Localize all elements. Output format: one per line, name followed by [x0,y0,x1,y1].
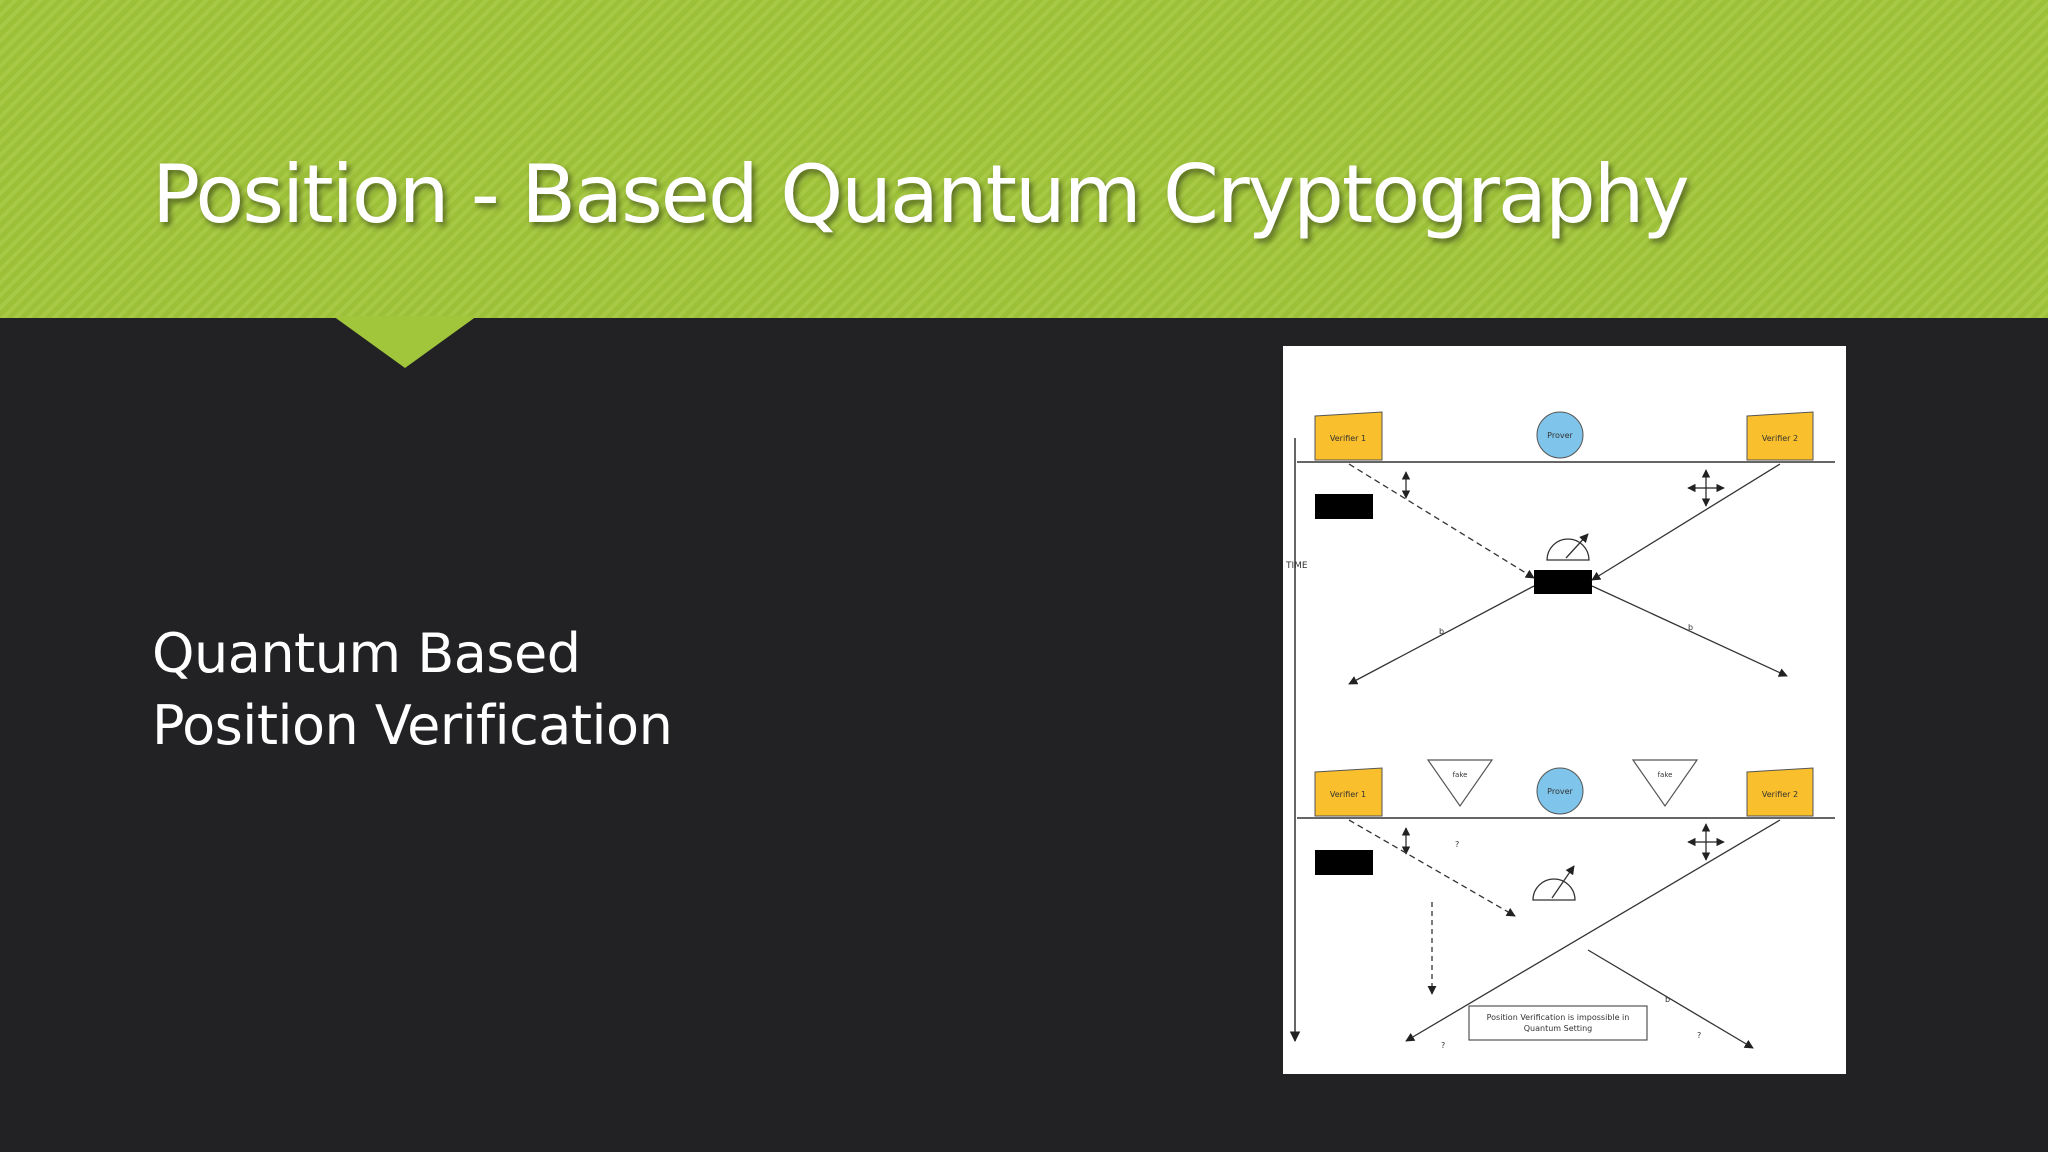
body-line-1: Quantum Based [152,622,581,685]
measurement-meter-icon-bottom [1532,865,1576,901]
slide-title: Position - Based Quantum Cryptography [152,148,1690,241]
bottom-scenario: Verifier 1 fake Prover fake Verifier 2 ? [1297,759,1835,1050]
header-notch [333,316,477,368]
classical-bit-block-bottom [1315,850,1373,875]
long-beam-from-verifier-2 [1405,819,1781,1042]
fake-prover-1-triangle [1426,759,1494,808]
verifier-1-label: Verifier 1 [1330,434,1366,443]
verifier-1-box [1314,411,1383,461]
verifier-2-box [1746,411,1814,461]
classical-bit-block-center [1534,570,1592,594]
impossibility-note-box [1468,1005,1648,1041]
verifier-2-box-bottom [1746,767,1814,817]
time-label: TIME [1285,561,1308,571]
top-scenario: Verifier 1 Prover Verifier 2 b b [1297,411,1835,685]
fake-prover-1-label: fake [1453,771,1468,779]
impossibility-note-line-1: Position Verification is impossible in [1487,1013,1630,1022]
prover-node-bottom [1536,767,1584,815]
classical-beam-from-verifier-2 [1591,463,1781,581]
question-mark-top: ? [1455,840,1459,849]
beam-label-left: b [1439,627,1444,636]
quantum-state-dashed-beam [1348,463,1535,579]
quantum-state-dashed-beam-bottom [1348,819,1516,917]
fake-prover-2-label: fake [1658,771,1673,779]
beam-label-bottom: b [1665,995,1670,1004]
answer-beam-to-left [1348,585,1535,685]
slide-body: Quantum Based Position Verification [152,618,872,762]
beam-label-right: b [1688,623,1693,632]
diagram-figure: TIME Verifier 1 Prover Verifier 2 b b [1283,346,1846,1074]
classical-bit-block-left [1315,494,1373,519]
measurement-meter-icon [1546,533,1590,561]
verifier-2-label: Verifier 2 [1762,434,1798,443]
verifier-1-label-bottom: Verifier 1 [1330,790,1366,799]
verifier-1-box-bottom [1314,767,1383,817]
beam-to-verifier-2-bottom [1587,949,1754,1049]
verifier-2-label-bottom: Verifier 2 [1762,790,1798,799]
prover-label: Prover [1547,431,1573,440]
fake-prover-2-triangle [1631,759,1699,808]
answer-beam-to-right [1591,585,1788,677]
question-mark-left: ? [1441,1041,1445,1050]
question-mark-right: ? [1697,1031,1701,1040]
header-banner [0,0,2048,318]
body-line-2: Position Verification [152,694,673,757]
prover-node [1536,411,1584,459]
impossibility-note-line-2: Quantum Setting [1524,1024,1593,1033]
prover-label-bottom: Prover [1547,787,1573,796]
position-verification-diagram: TIME Verifier 1 Prover Verifier 2 b b [1285,411,1835,1050]
